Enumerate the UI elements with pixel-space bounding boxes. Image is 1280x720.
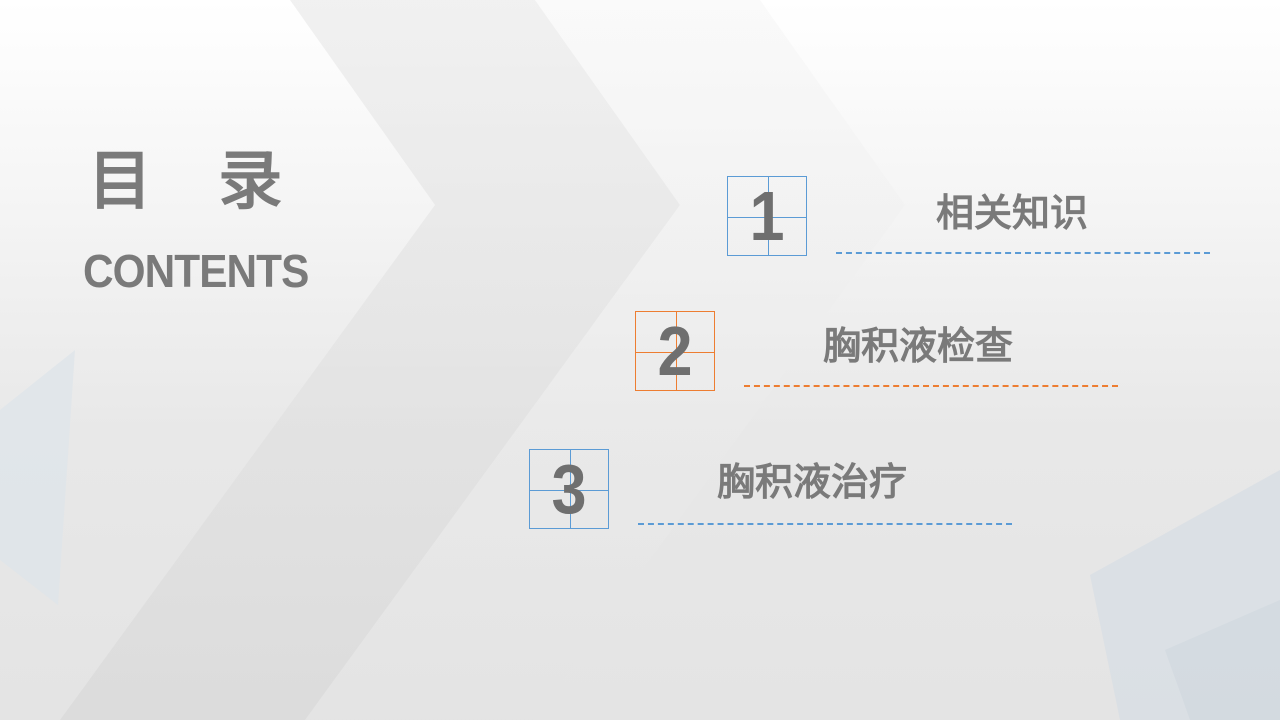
toc-item-label: 相关知识 bbox=[936, 191, 1089, 235]
number-box: 2 bbox=[635, 311, 715, 391]
toc-item-label: 胸积液检查 bbox=[823, 324, 1014, 368]
item-number: 2 bbox=[657, 312, 693, 390]
page-title: 目 录 bbox=[88, 145, 305, 219]
number-box: 3 bbox=[529, 449, 609, 529]
page-subtitle: CONTENTS bbox=[83, 245, 309, 297]
divider bbox=[744, 385, 1118, 387]
divider bbox=[836, 252, 1210, 254]
item-number: 1 bbox=[749, 177, 785, 255]
toc-item-label: 胸积液治疗 bbox=[717, 460, 908, 504]
item-number: 3 bbox=[551, 450, 587, 528]
number-box: 1 bbox=[727, 176, 807, 256]
divider bbox=[638, 523, 1012, 525]
